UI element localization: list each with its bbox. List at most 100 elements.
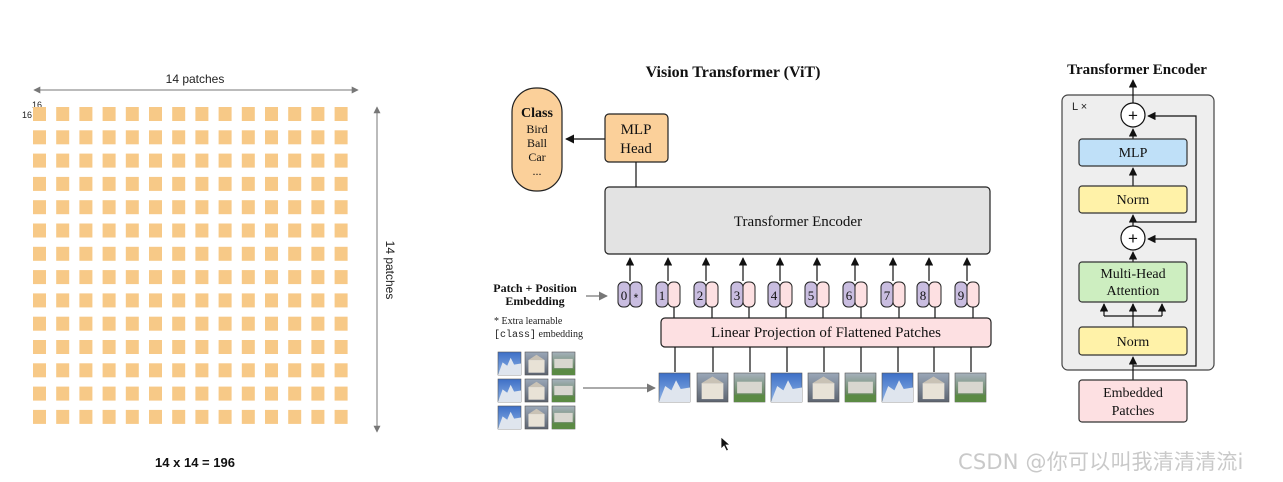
image-patch: [195, 223, 209, 238]
image-patch: [56, 316, 70, 331]
image-patch: [241, 386, 255, 401]
image-patch: [79, 223, 93, 238]
image-patch: [334, 409, 348, 424]
image-patch: [241, 130, 255, 145]
patch-sequence: [658, 347, 987, 403]
image-patch: [311, 363, 325, 378]
patch-embedding: [779, 281, 793, 308]
image-patch: [172, 316, 186, 331]
image-patch: [102, 130, 116, 145]
image-patch-icon: [551, 378, 576, 403]
patch-embedding: [742, 281, 756, 308]
patch-position-label-line2: Embedding: [505, 294, 564, 308]
source-image-grid: [497, 351, 576, 430]
image-patch: [56, 270, 70, 285]
image-patch: [218, 246, 232, 261]
image-patch: [56, 223, 70, 238]
image-patch: [125, 340, 139, 354]
image-patch: [79, 153, 93, 168]
token-1: 1: [655, 257, 681, 318]
image-patch: [334, 363, 348, 378]
image-patch: [33, 316, 46, 331]
image-patch: [334, 293, 348, 308]
image-patch-icon: [807, 372, 840, 403]
image-patch: [79, 409, 93, 424]
image-patch-icon: [696, 372, 729, 403]
image-patch: [265, 176, 278, 191]
image-patch: [241, 107, 255, 121]
image-patch: [218, 107, 232, 121]
image-patch: [218, 363, 232, 378]
image-patch: [33, 107, 46, 121]
image-patch: [33, 409, 46, 424]
mlp-head-box: MLP Head: [604, 113, 669, 163]
image-patch: [79, 107, 93, 121]
patch-embedding: [629, 281, 643, 308]
image-patch: [241, 176, 255, 191]
image-patch: [218, 153, 232, 168]
class-output-box: Class Bird Ball Car ...: [511, 87, 563, 192]
image-patch: [334, 223, 348, 238]
image-patch: [218, 293, 232, 308]
class-item-car: Car: [528, 150, 545, 164]
class-item-bird: Bird: [526, 122, 547, 136]
image-patch: [311, 130, 325, 145]
image-patch: [265, 386, 278, 401]
image-patch: [265, 107, 278, 121]
watermark: CSDN @你可以叫我清清清流i: [958, 450, 1244, 474]
multi-head-attention-box: [1078, 261, 1188, 303]
token-5: 5: [804, 257, 830, 318]
token-4: 4: [767, 257, 793, 318]
image-patch: [79, 270, 93, 285]
mlp-head-line2: Head: [620, 141, 652, 157]
patch-embedding: [854, 281, 868, 308]
image-patch: [265, 153, 278, 168]
image-patch: [56, 107, 70, 121]
embedded-line1: Embedded: [1103, 386, 1163, 401]
image-patch: [125, 363, 139, 378]
image-patch: [172, 293, 186, 308]
image-patch: [195, 409, 209, 424]
image-patch: [125, 107, 139, 121]
image-patch: [311, 270, 325, 285]
image-patch: [33, 363, 46, 378]
linear-projection-label: Linear Projection of Flattened Patches: [711, 325, 941, 341]
image-patch: [125, 293, 139, 308]
image-patch: [218, 340, 232, 354]
image-patch: [195, 386, 209, 401]
image-patch: [56, 340, 70, 354]
token-index: 1: [659, 288, 666, 303]
image-patch: [149, 409, 162, 424]
image-patch: [195, 363, 209, 378]
image-patch: [288, 176, 302, 191]
image-patch: [149, 176, 162, 191]
image-patch: [218, 409, 232, 424]
image-patch: [195, 340, 209, 354]
vit-title: Vision Transformer (ViT): [646, 64, 821, 81]
token-index: 4: [771, 288, 778, 303]
image-patch: [102, 363, 116, 378]
image-patch: [102, 153, 116, 168]
image-patch: [125, 153, 139, 168]
image-patch: [172, 107, 186, 121]
image-patch: [241, 200, 255, 215]
patch-grid-panel: 14 patches 16 16 14 patches 14 x 14 = 19…: [22, 72, 397, 470]
image-patch: [102, 316, 116, 331]
image-patch: [149, 316, 162, 331]
image-patch: [334, 386, 348, 401]
image-patch: [218, 200, 232, 215]
image-patch: [195, 107, 209, 121]
mouse-pointer-icon: [720, 436, 732, 452]
token-7: 7: [880, 257, 906, 318]
image-patch: [288, 340, 302, 354]
side-patches-label: 14 patches: [383, 241, 397, 300]
image-patch: [334, 340, 348, 354]
image-patch: [125, 409, 139, 424]
image-patch: [241, 223, 255, 238]
image-patch: [56, 153, 70, 168]
image-patch: [334, 316, 348, 331]
corner-label-left: 16: [22, 110, 32, 120]
image-patch: [125, 386, 139, 401]
image-patch-icon: [844, 372, 877, 403]
image-patch: [241, 153, 255, 168]
